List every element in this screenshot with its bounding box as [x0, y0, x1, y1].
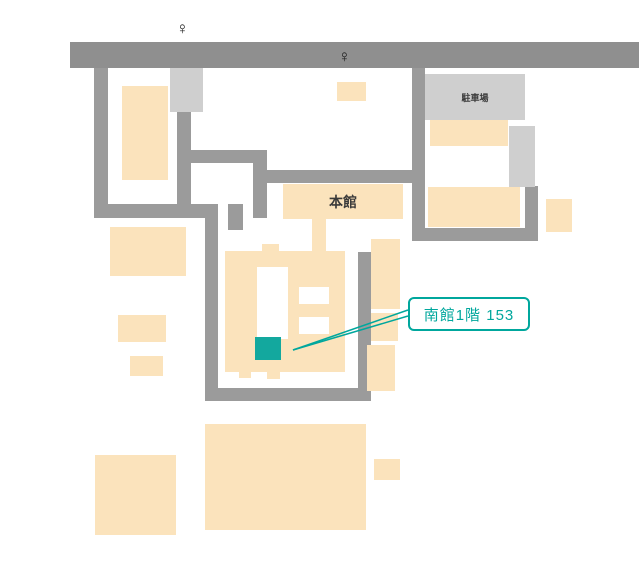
south-building-annex	[239, 372, 251, 378]
building	[118, 315, 166, 342]
road-right-horizontal	[412, 228, 538, 241]
road-south-bottom	[205, 388, 371, 401]
top-main-road	[70, 42, 639, 68]
building	[205, 424, 366, 530]
gate-marker-icon: ♀	[176, 19, 189, 38]
road-segment	[177, 112, 191, 218]
road-left-horizontal	[94, 204, 218, 218]
road-center-vertical	[412, 68, 425, 241]
main-building-label: 本館	[329, 193, 357, 210]
south-building-annex	[262, 244, 279, 251]
building	[110, 227, 186, 276]
building-connector	[312, 219, 326, 253]
parking-label: 駐車場	[461, 92, 489, 103]
building	[546, 199, 572, 232]
road-left-vertical	[94, 68, 108, 218]
building	[367, 345, 395, 391]
building	[371, 239, 400, 309]
building	[337, 82, 366, 101]
building	[428, 187, 520, 227]
road-segment	[177, 150, 267, 163]
room-callout[interactable]: 南館1階 153	[408, 297, 530, 331]
south-building-annex	[267, 372, 280, 379]
gray-structure	[509, 126, 535, 187]
highlighted-room[interactable]	[255, 337, 281, 360]
building	[430, 120, 508, 146]
building	[130, 356, 163, 376]
building	[371, 313, 398, 341]
building	[122, 86, 168, 180]
gate-marker-icon: ♀	[338, 47, 351, 66]
gray-structure	[170, 68, 203, 112]
road-segment	[525, 186, 538, 231]
road-above-main-building	[253, 170, 425, 183]
road-segment	[253, 150, 267, 218]
road-south-left-vertical	[205, 206, 218, 401]
road-stub	[228, 204, 243, 230]
courtyard	[257, 267, 288, 339]
room-callout-label: 南館1階 153	[423, 306, 515, 324]
building	[95, 455, 176, 535]
courtyard	[299, 317, 329, 334]
building	[374, 459, 400, 480]
courtyard	[299, 287, 329, 304]
parking-lot	[425, 74, 525, 120]
main-building	[283, 184, 403, 219]
